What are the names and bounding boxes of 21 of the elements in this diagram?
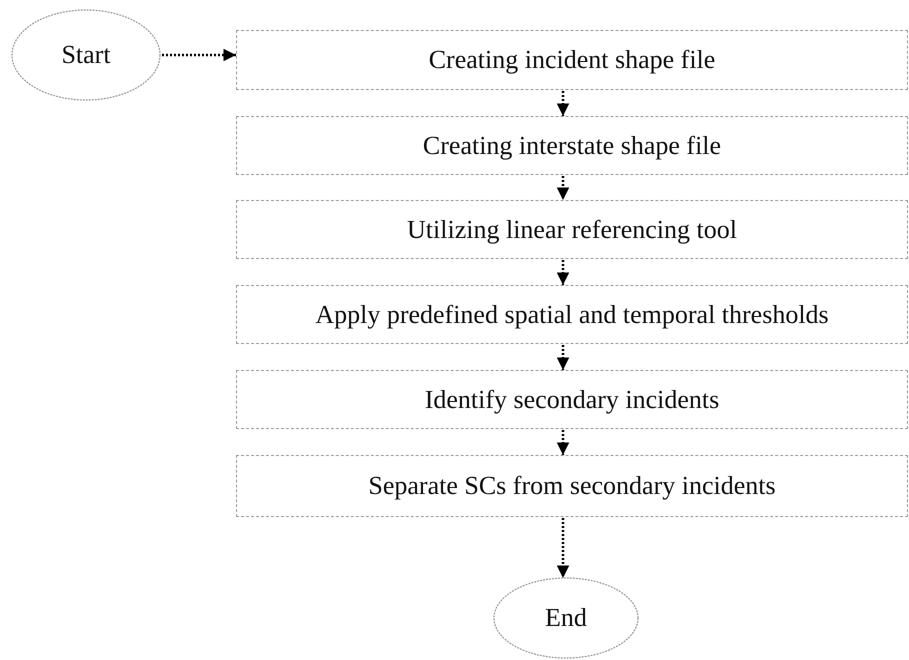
process-box bbox=[236, 116, 908, 175]
dotted-arrow bbox=[556, 260, 570, 285]
dotted-arrow bbox=[556, 518, 570, 578]
dotted-arrow bbox=[556, 430, 570, 455]
process-box bbox=[236, 200, 908, 259]
dotted-arrow bbox=[556, 176, 570, 200]
process-box bbox=[236, 455, 908, 517]
step-label: Identify secondary incidents bbox=[424, 384, 720, 414]
step-label: Start bbox=[61, 40, 111, 70]
dotted-arrow bbox=[556, 345, 570, 370]
step-label: Apply predefined spatial and temporal thresholds bbox=[315, 300, 829, 330]
step-label: Separate SCs from secondary incidents bbox=[368, 471, 776, 501]
step-label: Creating incident shape file bbox=[428, 45, 716, 75]
process-box bbox=[236, 370, 908, 429]
step-label: Utilizing linear referencing tool bbox=[407, 214, 737, 244]
step-label: End bbox=[545, 603, 587, 633]
process-box bbox=[236, 30, 908, 90]
process-box bbox=[236, 285, 908, 344]
step-label: Creating interstate shape file bbox=[422, 130, 722, 160]
dotted-arrow bbox=[162, 48, 236, 62]
dotted-arrow bbox=[556, 91, 570, 116]
